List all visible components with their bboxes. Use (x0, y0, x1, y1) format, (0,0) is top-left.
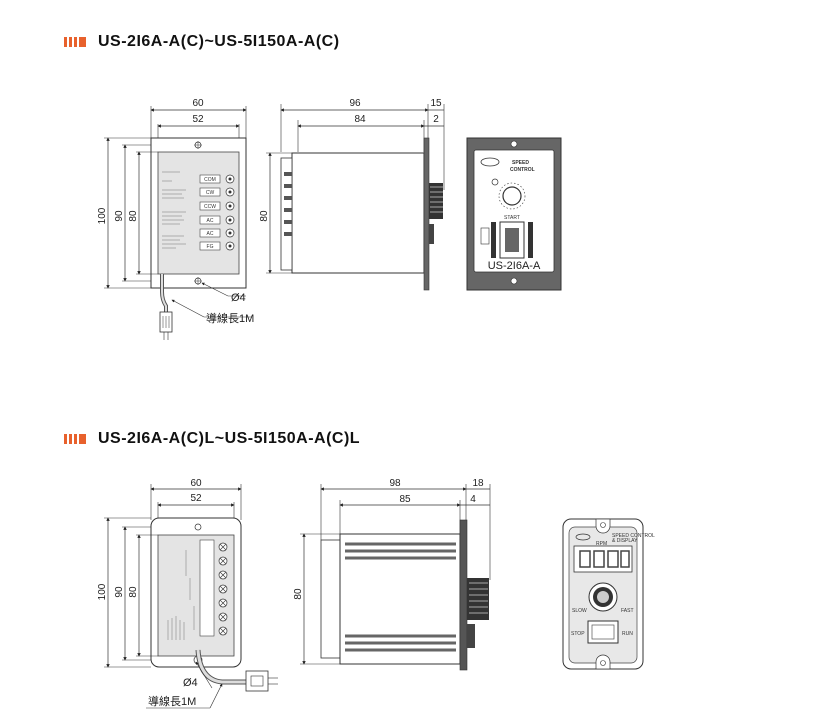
dim-85: 85 (399, 494, 411, 505)
section-title-text: US-2I6A-A(C)~US-5I150A-A(C) (98, 33, 340, 50)
dim-18: 18 (472, 478, 484, 489)
brand-logo-icon (480, 157, 500, 167)
fast-label: FAST (621, 608, 634, 614)
start-label: START (504, 215, 520, 221)
dim-60: 60 (192, 98, 204, 109)
terminal-label: COM (204, 177, 216, 183)
hole-label: Ø4 (183, 677, 198, 689)
dim-52: 52 (192, 114, 204, 125)
terminal-label: CCW (204, 204, 216, 210)
dim-4: 4 (470, 494, 476, 505)
terminal-label: CW (206, 190, 215, 196)
brand-logo-icon (575, 533, 591, 541)
model-label: US-2I6A-A (488, 260, 541, 272)
display-label: & DISPLAY (612, 538, 638, 544)
dim-98: 98 (389, 478, 401, 489)
speed-control-label: SPEED CONTROL (612, 533, 655, 539)
dim-15: 15 (430, 98, 442, 109)
section-title-text: US-2I6A-A(C)L~US-5I150A-A(C)L (98, 430, 361, 447)
terminal-block: COM CW CCW AC AC FG (199, 174, 235, 251)
side-view-1: 96 15 84 2 80 (259, 98, 445, 291)
control-panel-2: RPM SPEED CONTROL & DISPLAY SLOW FAST ST… (562, 518, 655, 670)
lead-length-label: 導線長1M (148, 694, 196, 708)
terminal-label: AC (207, 231, 214, 237)
dim-90: 90 (114, 210, 125, 222)
dim-80-side: 80 (293, 588, 304, 600)
front-view-2: 60 52 100 (97, 478, 278, 709)
panel-title-2: CONTROL (510, 167, 535, 173)
terminal-label: FG (207, 244, 214, 250)
terminal-label: AC (207, 218, 214, 224)
speed-knob[interactable] (502, 186, 522, 206)
control-panel-1: SPEED CONTROL START US-2I6A-A (466, 137, 562, 291)
side-view-2: 98 18 85 4 80 (293, 478, 491, 671)
dim-80-side: 80 (259, 210, 270, 222)
dim-100: 100 (97, 207, 108, 224)
dim-96: 96 (349, 98, 361, 109)
rpm-label: RPM (596, 541, 607, 547)
stop-run-switch[interactable] (587, 620, 619, 644)
hole-label: Ø4 (231, 292, 246, 304)
front-view-1: 60 52 (97, 98, 254, 340)
dim-84: 84 (354, 114, 366, 125)
stop-label: STOP (571, 631, 585, 637)
dim-60: 60 (190, 478, 202, 489)
slow-label: SLOW (572, 608, 587, 614)
dim-90: 90 (114, 586, 125, 598)
title-bullet-icon (64, 434, 86, 444)
dim-80: 80 (128, 210, 139, 222)
dim-52: 52 (190, 493, 202, 504)
dim-80: 80 (128, 586, 139, 598)
dim-2: 2 (433, 114, 439, 125)
title-bullet-icon (64, 37, 86, 47)
power-led-icon (491, 178, 499, 186)
lead-length-label: 導線長1M (206, 311, 254, 325)
section-title-2: US-2I6A-A(C)L~US-5I150A-A(C)L (64, 430, 360, 448)
panel-title-1: SPEED (512, 160, 529, 166)
rpm-display (573, 545, 633, 573)
dim-100: 100 (97, 583, 108, 600)
run-label: RUN (622, 631, 633, 637)
section-title-1: US-2I6A-A(C)~US-5I150A-A(C) (64, 33, 340, 51)
